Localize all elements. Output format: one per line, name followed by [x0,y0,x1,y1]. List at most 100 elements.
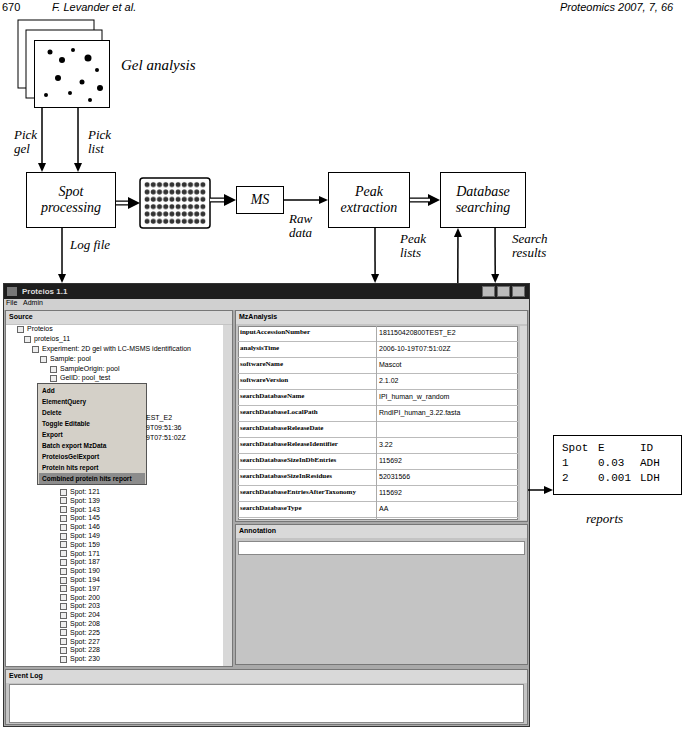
flow-arrow [371,228,379,283]
tree-item: GelID: pool_test [50,374,110,382]
tree-item: 9T09:51:36 [146,424,181,432]
tree-item: Spot: 121 [60,488,100,496]
flow-arrow [284,196,328,204]
menu-item: Toggle Editable [42,419,90,428]
report-cell: 2 [562,471,569,485]
table-key: analysisTime [240,344,279,353]
table-value: 2.1.02 [379,376,398,385]
report-cell: ID [640,441,653,455]
menu-item: Add [42,386,55,395]
title-bar [4,284,529,299]
panel-header-bar [236,525,527,538]
process-box: Database searching [440,172,526,228]
flow-arrow [58,228,66,283]
report-cell: 0.001 [598,471,631,485]
menu-item: Export [42,430,63,439]
report-cell: E [598,441,605,455]
table-key: searchDatabaseLocalPath [240,408,318,417]
report-cell: ADH [640,456,660,470]
panel-header-bar [236,311,527,324]
table-key: inputAccessionNumber [240,328,310,337]
report-cell: 1 [562,456,569,470]
menu-item: Batch export MzData [42,441,106,450]
panel-header-bar [6,311,232,324]
running-head: Proteomics 2007, 7, 66 [560,1,673,13]
tree-item: Spot: 190 [60,567,100,575]
menu-item: Delete [42,408,62,417]
report-cell: reports [586,512,623,526]
scrollbar [520,326,527,520]
tree-item: Spot: 230 [60,655,100,663]
app-window: Proteios 1.1SourceAddElementQueryDeleteT… [3,283,530,727]
tree-area [6,325,232,666]
log-area [9,684,524,723]
table-value: Mascot [379,360,402,369]
tree-item: Spot: 146 [60,523,100,531]
edge-label: Pick gel [14,128,44,157]
window-button [497,286,510,297]
tree-item: Spot: 145 [60,514,100,522]
panel-title: MzAnalysis [239,313,277,320]
tree-item: Sample: pool [40,355,91,363]
tree-item: SampleOrigin: pool [50,365,120,373]
plate-wells [144,181,206,225]
menu-item: ElementQuery [42,397,86,406]
tree-item: Spot: 187 [60,558,100,566]
tree-item: Spot: 149 [60,532,100,540]
menu-item: Combined protein hits report [42,474,132,483]
flow-arrow [38,108,46,172]
flow-arrow [528,486,553,494]
process-label: Spot processing [30,184,112,216]
tree-item: Spot: 197 [60,585,100,593]
panel-title: Event Log [9,672,43,679]
well-plate [140,178,210,228]
menu-label: File [6,299,17,307]
tree-item: Proteios [17,325,53,333]
running-head: F. Levander et al. [52,1,136,13]
context-menu: AddElementQueryDeleteToggle EditableExpo… [37,383,147,485]
table-key: searchDatabaseSizeInResidues [240,472,332,481]
edge-label: Peak lists [400,232,436,261]
table-key: softwareName [240,360,283,369]
tree-item: Spot: 227 [60,638,100,646]
source-panel: SourceAddElementQueryDeleteToggle Editab… [5,310,233,667]
table-value: 115692 [379,488,402,497]
tree-item: Spot: 171 [60,550,100,558]
process-box: MS [236,186,284,214]
report-cell: LDH [640,471,660,485]
tree-item: Spot: 204 [60,611,100,619]
panel-header-bar [6,670,527,683]
window-button [512,286,525,297]
tree-item: EST_E2 [146,414,172,422]
table-value: 2006-10-19T07:51:02Z [379,344,451,353]
edge-label: Raw data [289,212,323,241]
tree-item: Spot: 228 [60,646,100,654]
window-title: Proteios 1.1 [22,287,67,296]
scrollbar [223,325,232,666]
tree-item: proteios_11 [24,335,70,343]
analysis-panel: MzAnalysis inputAccessionNumber 1811504208… [235,310,528,522]
tree-item: 9T07:51:02Z [146,434,186,442]
edge-label: Pick list [88,128,118,157]
tree-item: Experiment: 2D gel with LC-MSMS identifi… [32,345,191,353]
flow-arrow [454,228,462,283]
table-value: 181150420800TEST_E2 [379,328,456,337]
menu-item: Protein hits report [42,463,98,472]
tree-item: Spot: 143 [60,506,100,514]
menu-label: Admin [23,299,43,307]
double-arrow [410,194,440,206]
tree-item: Spot: 194 [60,576,100,584]
menu-item: ProteiosGelExport [42,452,99,461]
table-value: 3.22 [379,440,393,449]
gel-heading: Gel analysis [121,57,196,74]
process-box: Spot processing [26,172,116,228]
process-box: Peak extraction [328,172,410,228]
window-button [482,286,495,297]
page-number: 670 [2,1,20,13]
edge-label: Search results [512,232,562,261]
table-key: searchDatabaseReleaseIdentifier [240,440,338,449]
panel-title: Source [9,313,33,320]
table-key: searchDatabaseType [240,504,302,513]
tree-item: Spot: 159 [60,541,100,549]
table-key: searchDatabaseEntriesAfterTaxonomy [240,488,356,497]
